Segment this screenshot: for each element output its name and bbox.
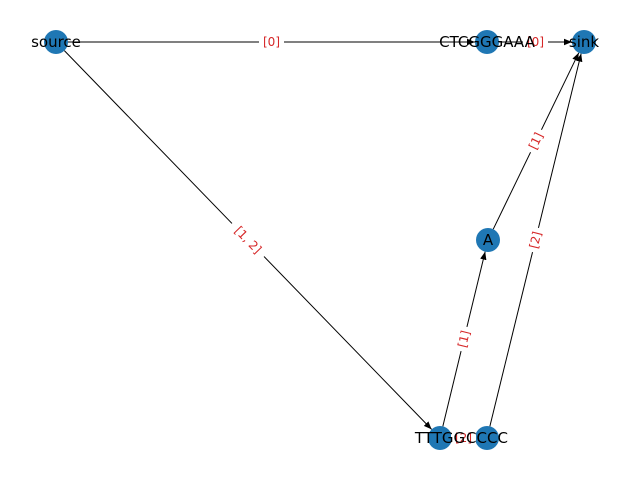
node-source	[44, 30, 68, 54]
edge-label-tttg-a: [1]	[455, 329, 473, 349]
edge-label-group-tttg-cc: [2]	[451, 430, 476, 446]
edge-label-group-ctcg-sink: [0]	[523, 34, 548, 50]
nodes-layer	[44, 30, 596, 450]
edge-label-bg-tttg-cc	[451, 430, 476, 446]
edge-label-group-cc-sink: [2]	[524, 225, 547, 255]
edge-label-group-source-tttg: [1, 2]	[226, 217, 270, 263]
edge-label-bg-a-sink	[523, 126, 549, 156]
node-label-source: source	[31, 33, 81, 51]
edge-label-group-tttg-a: [1]	[453, 324, 475, 354]
edge-label-source-ctcg: [0]	[263, 35, 280, 49]
node-a	[476, 228, 500, 252]
edge-label-group-source-ctcg: [0]	[259, 34, 284, 50]
edge-label-cc-sink: [2]	[527, 230, 545, 250]
node-label-a: A	[483, 231, 494, 249]
node-tttg	[428, 426, 452, 450]
edge-label-bg-cc-sink	[524, 225, 547, 255]
edge-label-bg-source-ctcg	[259, 34, 284, 50]
edge-labels-layer: [0] [0] [1, 2] [1] [1] [2] [2]	[226, 34, 549, 446]
node-label-ctcg: CTCGGGAAA	[439, 33, 535, 51]
edge-label-bg-tttg-a	[453, 324, 475, 354]
edge-label-bg-ctcg-sink	[523, 34, 548, 50]
node-label-cc: CCCC	[466, 429, 508, 447]
edges-layer	[63, 38, 583, 442]
edge-label-group-a-sink: [1]	[523, 126, 549, 156]
edge-label-ctcg-sink: [0]	[527, 35, 544, 49]
node-label-tttg: TTTGG	[414, 429, 465, 447]
node-sink	[572, 30, 596, 54]
node-ctcg	[475, 30, 499, 54]
edge-label-a-sink: [1]	[526, 130, 546, 151]
node-cc	[475, 426, 499, 450]
edge-label-tttg-cc: [2]	[455, 431, 472, 445]
node-label-sink: sink	[569, 33, 599, 51]
edge-label-bg-source-tttg	[226, 217, 270, 263]
